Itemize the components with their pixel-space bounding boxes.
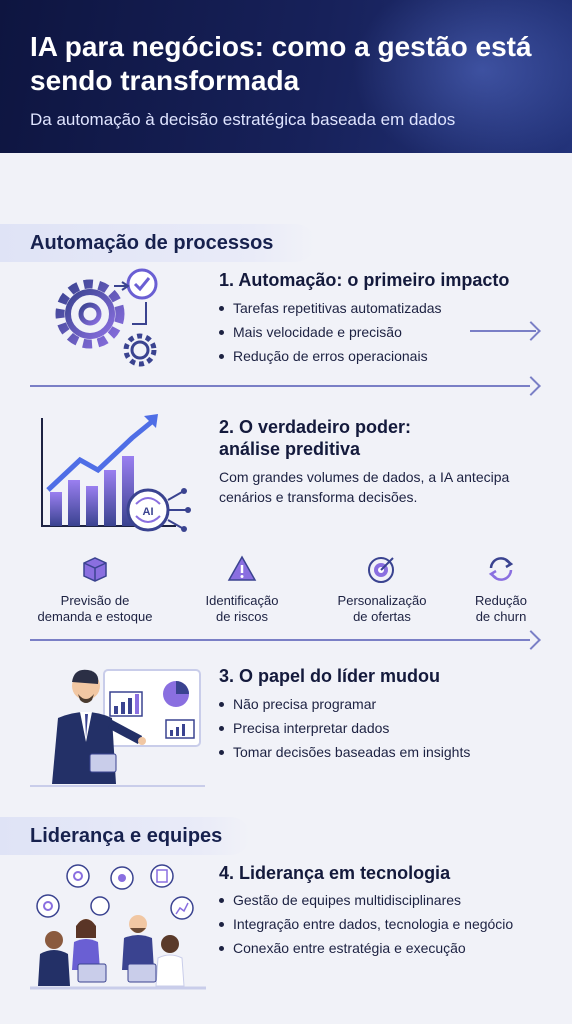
section3-title: 3. O papel do líder mudou <box>219 666 441 686</box>
arrow-right-icon <box>521 321 541 341</box>
page-subtitle: Da automação à decisão estratégica basea… <box>30 110 456 129</box>
box-icon <box>83 557 107 582</box>
section2-text-line2: cenários e transforma decisões. <box>219 489 418 505</box>
target-icon <box>368 557 394 583</box>
list-item: Redução de erros operacionais <box>219 344 442 368</box>
arrow-right-icon <box>521 630 541 650</box>
divider-short <box>470 330 536 332</box>
team-collaboration-illustration <box>30 864 206 990</box>
header-glow <box>352 0 572 153</box>
section1-bullets: Tarefas repetitivas automatizadas Mais v… <box>219 296 442 368</box>
section4-bullets: Gestão de equipes multidisciplinares Int… <box>219 888 513 960</box>
leader-presenting-illustration <box>30 669 205 787</box>
feature-risk-identification: Identificação de riscos <box>177 554 307 625</box>
section1-title: 1. Automação: o primeiro impacto <box>219 270 510 290</box>
section2-text-line1: Com grandes volumes de dados, a IA antec… <box>219 469 510 485</box>
feature-label-line2: de riscos <box>215 609 269 624</box>
section2-text: Com grandes volumes de dados, a IA antec… <box>219 467 509 507</box>
feature-offer-personalization: Personalização de ofertas <box>317 554 447 625</box>
list-item: Tarefas repetitivas automatizadas <box>219 296 442 320</box>
band-leadership-label: Liderança e equipes <box>30 825 223 847</box>
feature-label-line2: de churn <box>475 609 527 624</box>
section3-bullets: Não precisa programar Precisa interpreta… <box>219 692 470 764</box>
page-title: IA para negócios: como a gestão está sen… <box>30 31 532 96</box>
gears-check-icon <box>55 268 158 367</box>
section2-title-line1: 2. O verdadeiro poder: <box>219 417 412 437</box>
feature-label-line2: de ofertas <box>353 609 411 624</box>
band-automation: Automação de processos <box>0 224 315 262</box>
feature-label-line1: Previsão de <box>60 593 130 608</box>
list-item: Mais velocidade e precisão <box>219 320 442 344</box>
list-item: Gestão de equipes multidisciplinares <box>219 888 513 912</box>
band-leadership: Liderança e equipes <box>0 817 250 855</box>
list-item: Precisa interpretar dados <box>219 716 470 740</box>
growth-chart-ai-icon: AI <box>41 414 191 532</box>
header-banner: IA para negócios: como a gestão está sen… <box>0 0 572 153</box>
divider-1 <box>30 385 530 387</box>
list-item: Conexão entre estratégia e execução <box>219 936 513 960</box>
feature-label-line1: Identificação <box>205 593 279 608</box>
list-item: Integração entre dados, tecnologia e neg… <box>219 912 513 936</box>
warning-icon <box>227 555 257 581</box>
divider-2 <box>30 639 530 641</box>
band-automation-label: Automação de processos <box>30 232 274 254</box>
feature-churn-reduction: Redução de churn <box>436 554 566 625</box>
feature-demand-forecast: Previsão de demanda e estoque <box>30 554 160 625</box>
ai-chip-label: AI <box>143 506 154 518</box>
section2-title-line2: análise preditiva <box>219 439 361 459</box>
section2-title: 2. O verdadeiro poder: análise preditiva <box>219 416 411 460</box>
section4-title: 4. Liderança em tecnologia <box>219 863 451 883</box>
feature-label-line2: demanda e estoque <box>37 609 153 624</box>
list-item: Tomar decisões baseadas em insights <box>219 740 470 764</box>
arrow-right-icon <box>521 376 541 396</box>
feature-label-line1: Personalização <box>337 593 427 608</box>
feature-label-line1: Redução <box>474 593 528 608</box>
list-item: Não precisa programar <box>219 692 470 716</box>
refresh-icon <box>488 557 514 581</box>
